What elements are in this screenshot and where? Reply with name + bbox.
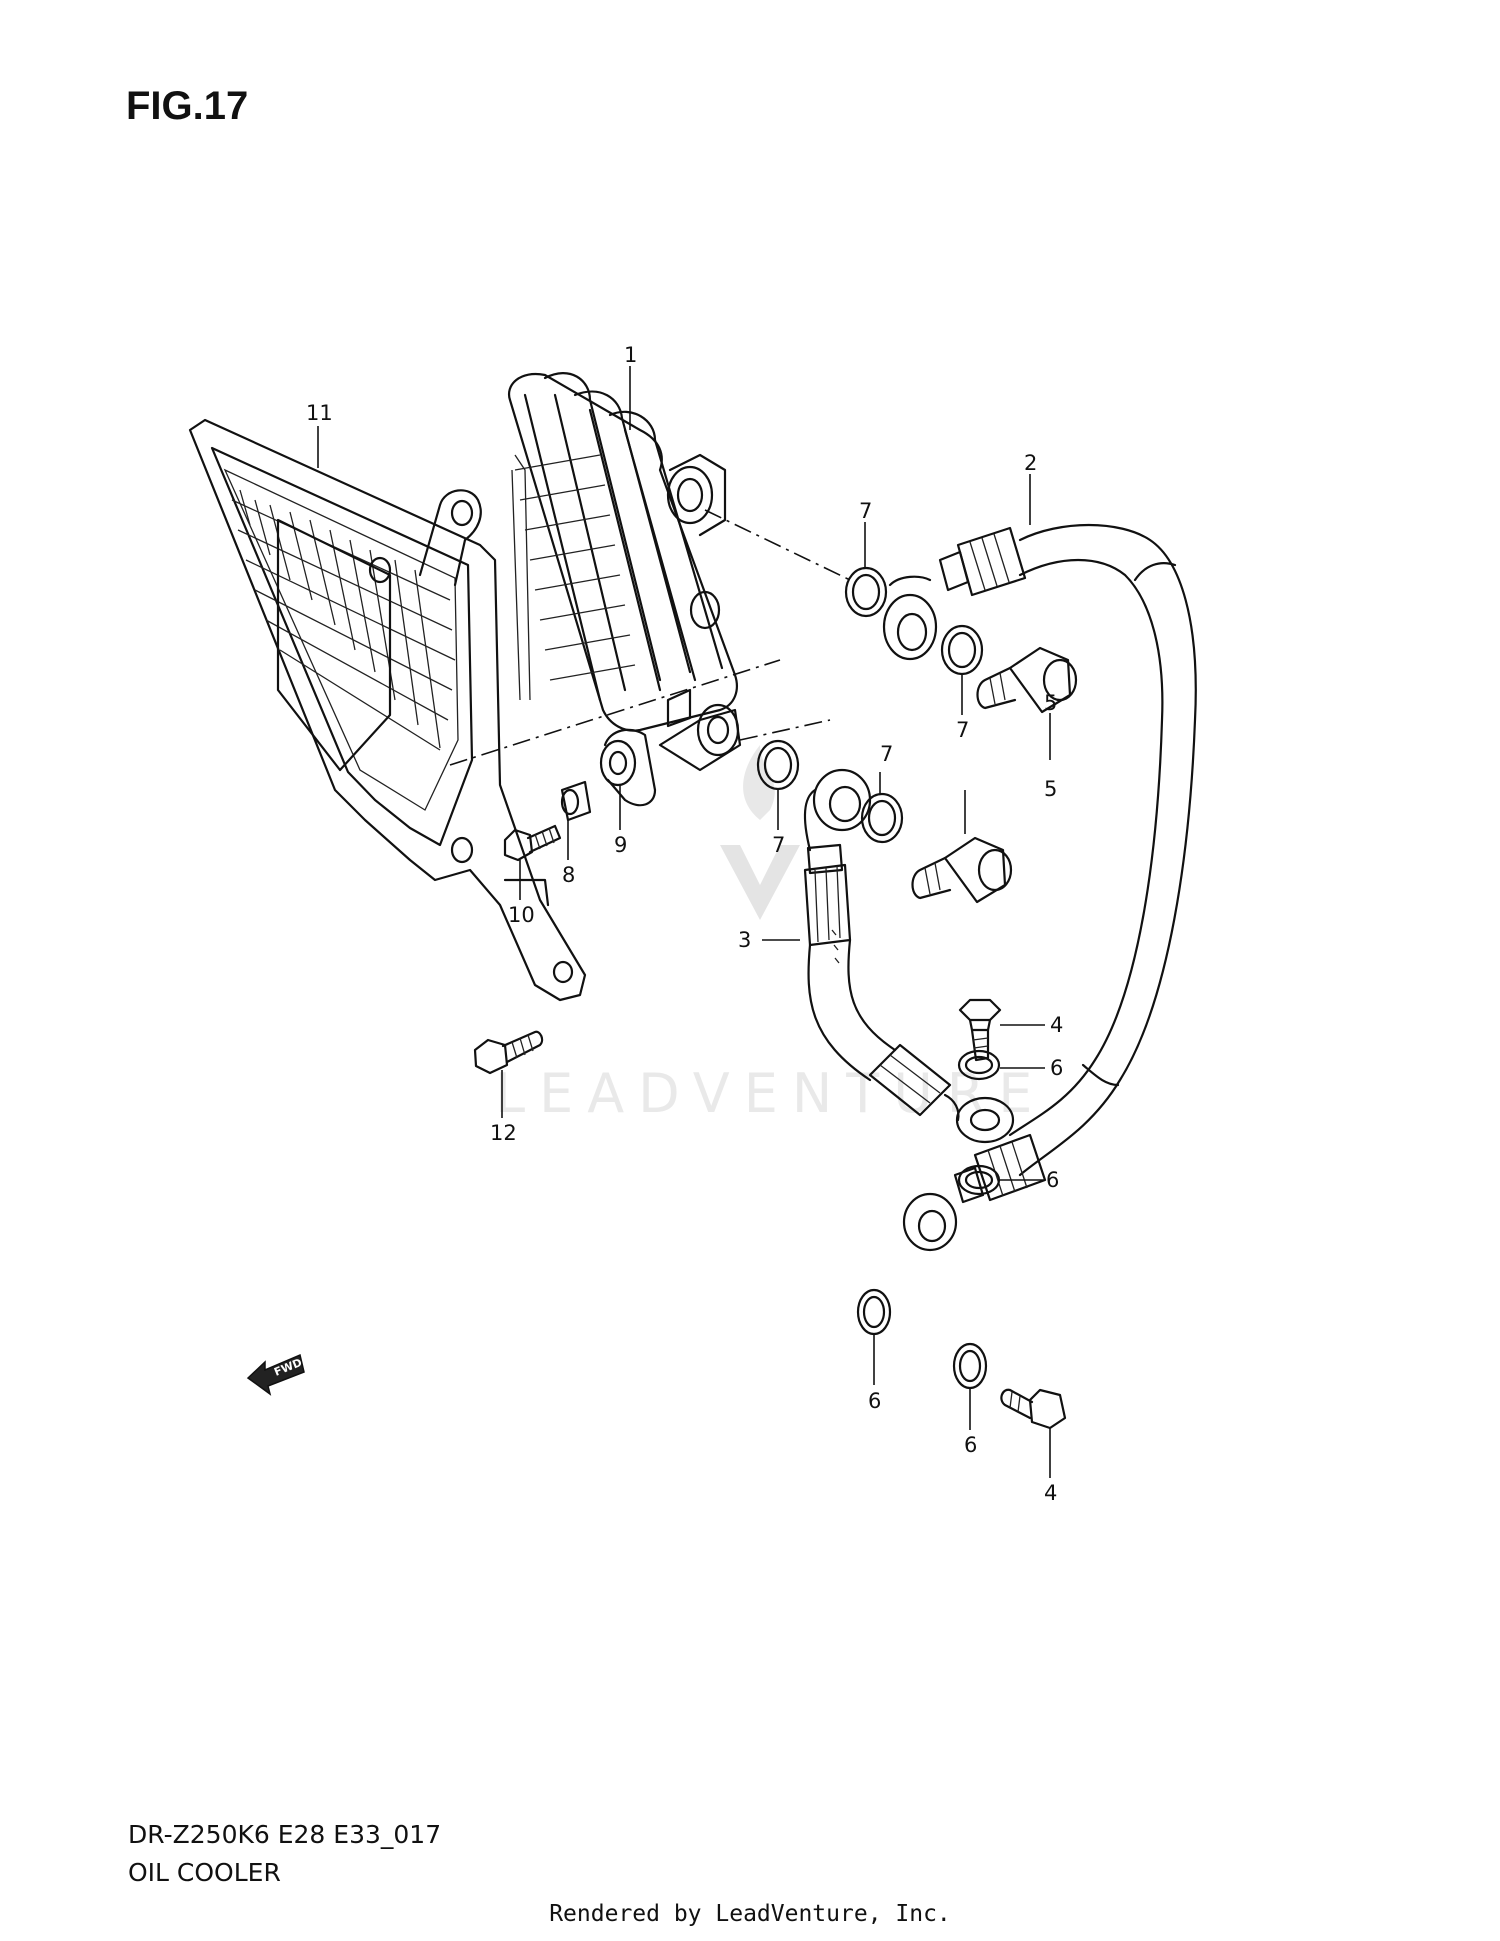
part-7-washers: [756, 566, 984, 844]
leader-lines: [317, 366, 1051, 1478]
callout-3: 3: [738, 928, 751, 952]
fwd-arrow-icon: FWD: [246, 1353, 305, 1396]
callout-4-upper: 4: [1050, 1013, 1063, 1037]
guide-line-upper: [704, 509, 851, 581]
callout-6-d: 6: [964, 1433, 977, 1457]
part-11-bracket: [188, 418, 587, 1002]
guide-line-mid: [739, 719, 831, 741]
callout-6-c: 6: [868, 1389, 881, 1413]
part-1-oil-cooler: [507, 372, 742, 772]
callout-7-a: 7: [859, 499, 872, 523]
watermark-text: LEADVENTURE: [495, 1062, 1046, 1125]
footer-credit: Rendered by LeadVenture, Inc.: [549, 1901, 951, 1927]
leadventure-watermark: LEADVENTURE: [495, 745, 1046, 1125]
callout-7-b: 7: [956, 718, 969, 742]
callout-5-upper: 5: [1044, 691, 1057, 715]
part-5-union-bolts: [911, 646, 1078, 904]
callout-1: 1: [624, 343, 637, 367]
callout-10: 10: [508, 903, 535, 927]
part-3-oil-hose-short: [803, 768, 1015, 1144]
callout-6-b: 6: [1046, 1168, 1059, 1192]
callout-7-c: 7: [880, 742, 893, 766]
callout-9: 9: [614, 833, 627, 857]
part-12-bolt: [473, 1030, 544, 1075]
part-2-oil-hose-long: [882, 523, 1197, 1252]
callout-4-lower: 4: [1044, 1481, 1057, 1505]
callout-labels: 1 2 3 4 4 5 5 6 6 6 6 7 7 7 7 8 9 10 11 …: [306, 343, 1063, 1505]
figure-title: FIG.17: [126, 84, 249, 128]
callout-2: 2: [1024, 451, 1037, 475]
callout-8: 8: [562, 863, 575, 887]
guide-line-lower: [449, 659, 781, 766]
callout-11: 11: [306, 401, 333, 425]
part-10-bolt: [503, 824, 562, 862]
assembly-name: OIL COOLER: [128, 1858, 281, 1887]
callout-7-d: 7: [772, 833, 785, 857]
callout-12: 12: [490, 1121, 517, 1145]
part-4-bolts: [958, 998, 1067, 1430]
callout-6-a: 6: [1050, 1056, 1063, 1080]
part-9-grommet: [599, 728, 657, 807]
part-8-collar: [560, 780, 592, 822]
callout-5-mid-label: 5: [1044, 777, 1057, 801]
model-code: DR-Z250K6 E28 E33_017: [128, 1820, 442, 1849]
